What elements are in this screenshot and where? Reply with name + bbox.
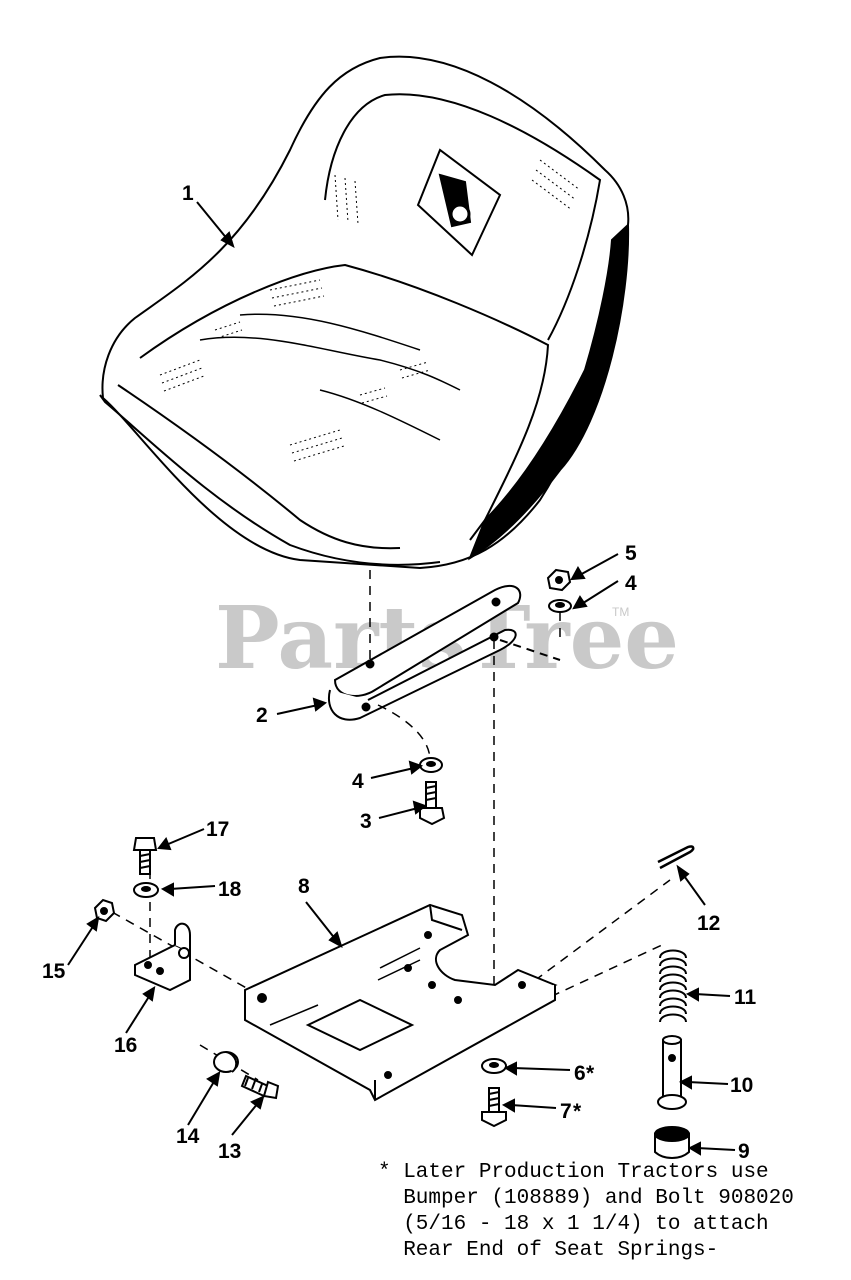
seat-front-roll [117,384,401,550]
note-line-2: Bumper (108889) and Bolt 908020 [378,1187,794,1210]
bumper-part-9 [654,1126,690,1159]
bolt-part-17 [132,837,158,875]
seat-plate-part-8 [244,903,558,1102]
note-line-1: * Later Production Tractors use [378,1161,769,1184]
callout-12: 12 [697,912,720,935]
seat-dark-side [467,222,630,561]
bolt-part-3 [419,781,446,826]
callout-labels: 1 2 3 4 4 5 6 * 7 * 8 9 10 11 12 13 14 1… [42,182,757,1163]
callout-16: 16 [114,1034,137,1057]
callout-2: 2 [256,704,268,727]
bolt-part-13 [240,1074,280,1100]
callout-1: 1 [182,182,194,205]
seat-part-1 [99,55,630,570]
washer-part-18 [133,882,159,898]
seat-emblem [416,148,502,257]
seat-groove-3 [319,389,441,441]
callout-9: 9 [738,1140,750,1163]
callout-11: 11 [734,986,757,1009]
watermark-trademark: TM [612,605,629,619]
callout-5: 5 [625,542,637,565]
callout-4-upper: 4 [625,572,637,595]
spring-rod-part-10 [657,1035,687,1110]
nut-part-15 [93,898,116,923]
seat-groove-2 [239,313,421,351]
leader-arrows [67,201,736,1156]
callout-7: 7 [560,1100,572,1123]
bracket-part-16 [134,922,191,992]
seat-backrest-inner [324,93,602,341]
callout-10: 10 [730,1074,753,1097]
callout-8: 8 [298,875,310,898]
seat-stitching [159,159,581,462]
washer-part-6 [481,1058,507,1074]
callout-6: 6 [574,1062,586,1085]
callout-13: 13 [218,1140,241,1163]
spring-part-11 [659,949,687,1024]
bumper-part-14 [213,1051,239,1073]
washer-part-4-upper [548,599,572,613]
seat-outline [101,55,630,570]
nut-part-5 [546,568,572,592]
callout-14: 14 [176,1125,200,1148]
note-line-3: (5/16 - 18 x 1 1/4) to attach [378,1213,769,1236]
callout-4-lower: 4 [352,770,364,793]
callout-6-star: * [586,1062,595,1085]
bolt-part-7 [481,1087,507,1128]
callout-17: 17 [206,818,229,841]
seat-cushion-edge [139,263,550,541]
note-line-4: Rear End of Seat Springs- [378,1239,719,1262]
callout-7-star: * [573,1100,582,1123]
seat-bottom-edge [99,394,441,566]
callout-15: 15 [42,960,66,983]
seat-groove-1 [199,336,461,391]
pin-part-12 [657,845,695,870]
washer-part-4-lower [419,757,443,773]
production-note: * Later Production Tractors use Bumper (… [378,1160,848,1264]
callout-3: 3 [360,810,372,833]
callout-18: 18 [218,878,242,901]
